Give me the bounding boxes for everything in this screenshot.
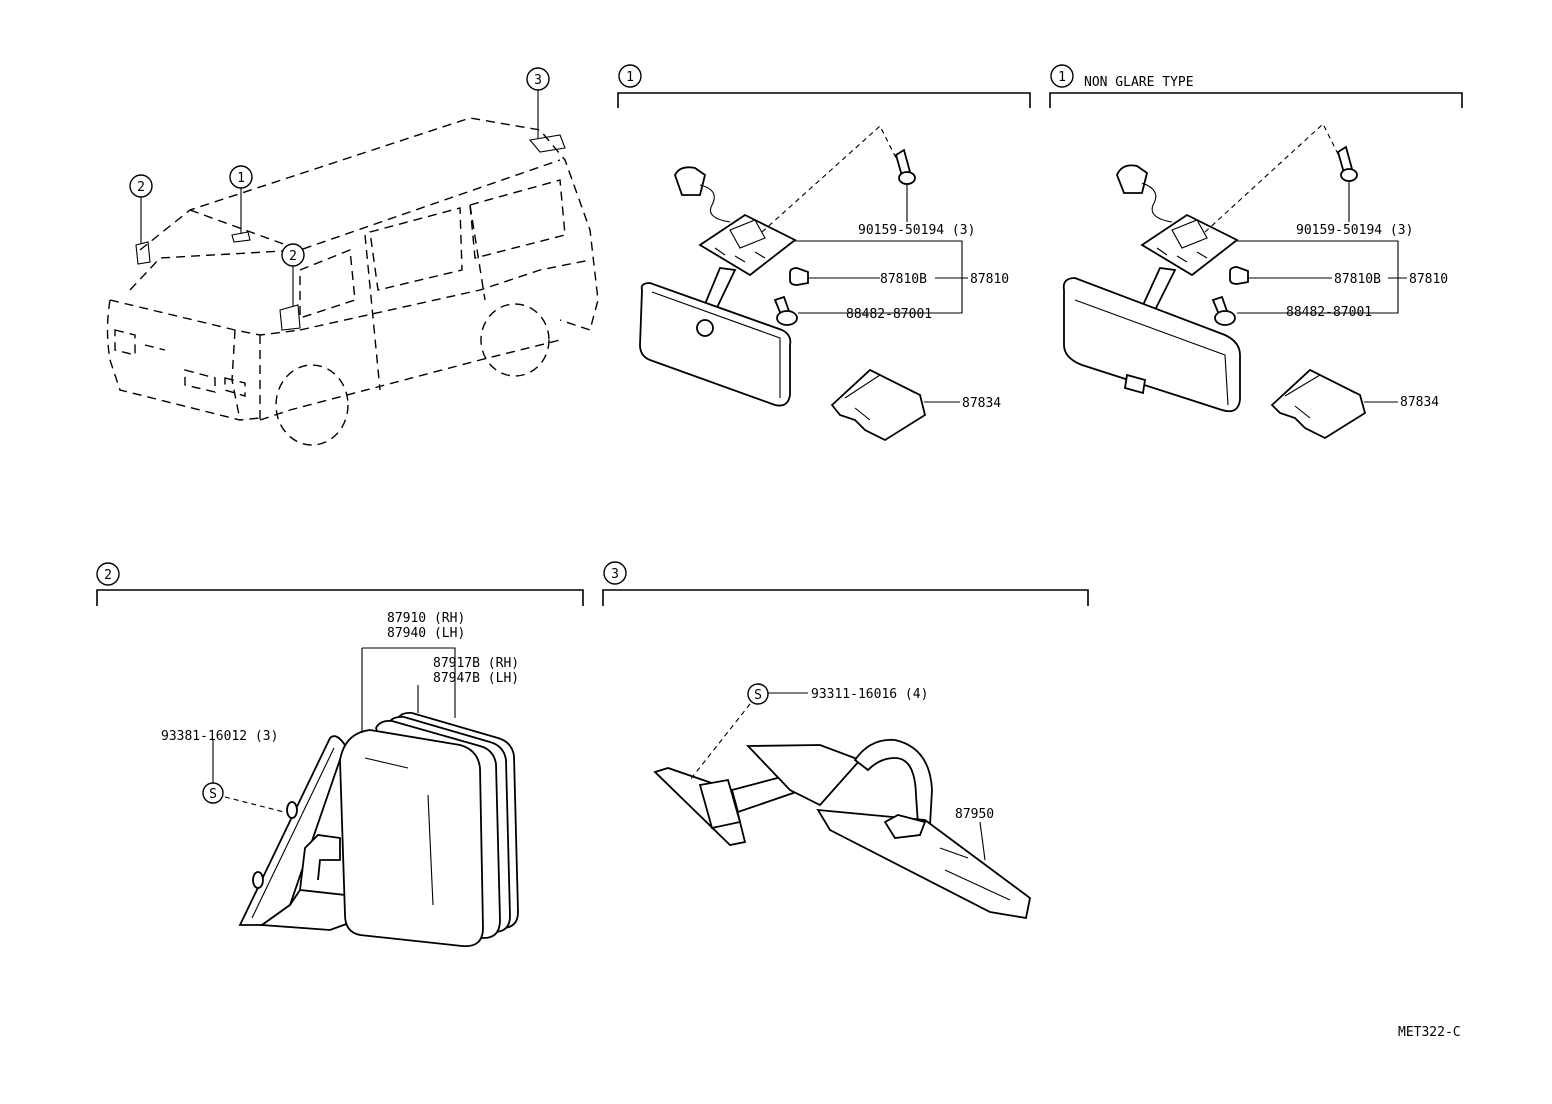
svg-text:3: 3: [611, 567, 619, 582]
connector-part: [1116, 164, 1149, 194]
rear-screw-callout: S: [747, 683, 769, 705]
label-outer-screw: 93381-16012 (3): [161, 729, 278, 744]
rear-mirror-body: [816, 808, 1031, 920]
bulb-part: [1229, 266, 1249, 285]
label-non-glare-assembly: 87810: [1409, 272, 1448, 287]
vehicle-overview: 2 1 2 3: [106, 67, 599, 446]
diagram-code: MET322-C: [1398, 1025, 1461, 1040]
vehicle-callout-3: 3: [526, 67, 550, 91]
label-outer-mirror-lh: 87940 (LH): [387, 626, 465, 641]
svg-text:2: 2: [289, 249, 297, 264]
label-inner-bulb: 87810B: [880, 272, 927, 287]
section-bracket: [617, 92, 1031, 108]
section-callout-1: 1: [618, 64, 642, 88]
section-bracket: [96, 589, 584, 606]
cover-part: [830, 368, 927, 442]
label-inner-cover: 87834: [962, 396, 1001, 411]
section-rear-under-mirror: 3 S 93311-16016 (4) 87950: [602, 561, 1089, 920]
svg-text:2: 2: [137, 180, 145, 195]
vehicle-callout-1: 1: [229, 165, 253, 189]
label-non-glare-cover: 87834: [1400, 395, 1439, 410]
connector-part: [674, 166, 707, 196]
outer-mirror-housing: [339, 729, 484, 948]
svg-text:S: S: [754, 688, 762, 703]
svg-text:1: 1: [237, 171, 245, 186]
clip-part: [1211, 295, 1236, 326]
label-non-glare-screw: 90159-50194 (3): [1296, 223, 1413, 238]
vehicle-callout-2-right: 2: [281, 243, 305, 267]
outer-screw-callout: S: [202, 782, 224, 804]
label-non-glare-bulb: 87810B: [1334, 272, 1381, 287]
non-glare-title: NON GLARE TYPE: [1084, 75, 1194, 90]
inner-mirror-body: [639, 282, 792, 407]
section-inner-mirror: 1 901: [617, 64, 1031, 442]
svg-text:3: 3: [534, 73, 542, 88]
label-inner-clip: 88482-87001: [846, 307, 932, 322]
screw-part: [1336, 145, 1358, 182]
svg-text:2: 2: [104, 568, 112, 583]
svg-text:S: S: [209, 787, 217, 802]
label-non-glare-clip: 88482-87001: [1286, 305, 1372, 320]
screw-part: [894, 148, 916, 185]
label-outer-mirror-rh: 87910 (RH): [387, 611, 465, 626]
section-inner-mirror-non-glare: 1 NON GLARE TYPE 90159-50194 (3) 87810B: [1049, 64, 1463, 440]
section-outer-mirror: 2 S 87910 (RH) 87940 (LH) 87917B (RH) 87…: [96, 562, 584, 948]
label-rear-screw: 93311-16016 (4): [811, 687, 928, 702]
section-bracket: [602, 589, 1089, 606]
label-outer-glass-rh: 87917B (RH): [433, 656, 519, 671]
non-glare-mirror-body: [1062, 277, 1241, 413]
section-callout-2: 2: [96, 562, 120, 586]
bulb-part: [789, 267, 809, 286]
section-callout-3: 3: [603, 561, 627, 585]
section-bracket: [1049, 92, 1463, 108]
vehicle-callout-2-left: 2: [129, 174, 153, 198]
svg-text:1: 1: [626, 70, 634, 85]
label-outer-glass-lh: 87947B (LH): [433, 671, 519, 686]
label-rear-mirror: 87950: [955, 807, 994, 822]
label-inner-screw: 90159-50194 (3): [858, 223, 975, 238]
label-inner-assembly: 87810: [970, 272, 1009, 287]
section-callout-1-non-glare: 1: [1050, 64, 1074, 88]
clip-part: [773, 295, 798, 326]
cover-part: [1270, 368, 1367, 440]
svg-text:1: 1: [1058, 70, 1066, 85]
